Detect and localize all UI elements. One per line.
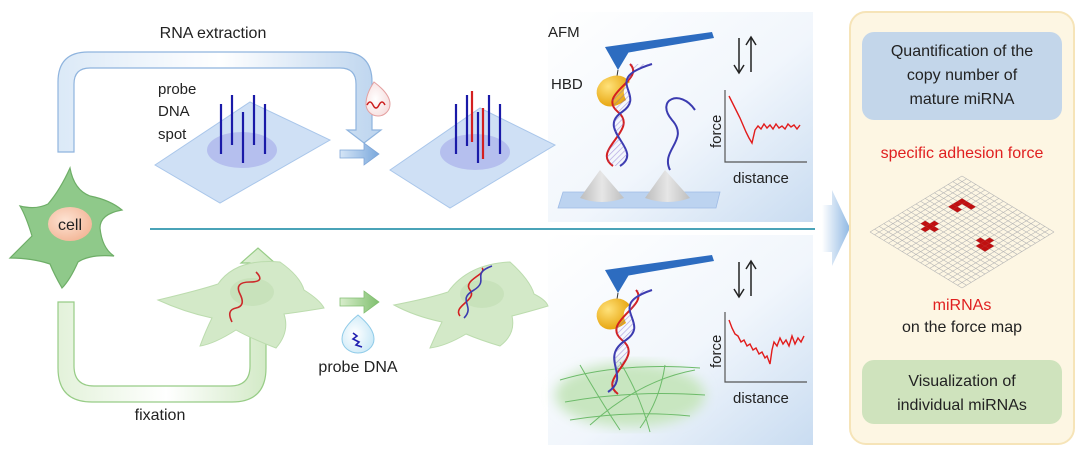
mirna-hit-cell: [975, 237, 985, 244]
mirna-hit-cell: [966, 204, 976, 210]
hybridize-arrow: [339, 142, 380, 166]
force-map-grid: [869, 175, 1055, 289]
cell-label: cell: [58, 217, 82, 234]
mirna-hit-cell: [985, 237, 995, 244]
visualization-line-1: Visualization of: [908, 373, 1016, 390]
mirna-hit-cell: [948, 204, 958, 210]
grid-line: [888, 220, 981, 278]
mirna-hit-cell: [957, 198, 967, 204]
fixation-label: fixation: [135, 407, 186, 424]
result-arrow: [822, 190, 850, 266]
hybridized-slide: [389, 91, 557, 209]
mirna-hit-cell: [920, 226, 930, 232]
svg-text:force: force: [708, 115, 725, 148]
grid-line: [915, 203, 1009, 261]
substrate-top: [557, 170, 721, 209]
grid-line: [897, 214, 990, 272]
grid-line: [911, 206, 1004, 264]
grid-line: [869, 231, 963, 289]
mirna-hit-cell: [920, 220, 930, 227]
grid-line: [892, 217, 986, 275]
mirna-hit-cell: [929, 226, 939, 232]
svg-text:distance: distance: [733, 170, 789, 187]
rna-extraction-arrow: [57, 51, 383, 153]
actin-network: [555, 361, 706, 433]
dna-duplex-bottom: [607, 289, 653, 395]
spot-label: probe DNA spot: [158, 81, 196, 143]
probe-dna-drop-icon: [341, 314, 375, 354]
force-curve-bottom: force distance: [708, 312, 807, 407]
grid-line: [902, 212, 995, 269]
svg-text:probe: probe: [158, 81, 196, 98]
up-down-arrows-bottom: [733, 259, 757, 299]
cell-icon: [8, 166, 124, 289]
fixed-cell-2: [392, 261, 549, 349]
force-map-label: on the force map: [902, 319, 1022, 336]
grid-line: [952, 226, 1045, 283]
svg-text:spot: spot: [158, 126, 187, 143]
grid-line: [925, 209, 1018, 266]
grid-line: [883, 223, 976, 280]
quantification-line-2: copy number of: [907, 67, 1018, 84]
grid-line: [957, 228, 1050, 286]
grid-line: [874, 228, 967, 286]
visualization-box: [862, 360, 1062, 424]
visualization-line-2: individual miRNAs: [897, 397, 1027, 414]
mirnas-label: miRNAs: [933, 297, 992, 314]
svg-text:distance: distance: [733, 390, 789, 407]
dna-duplex-top: [605, 63, 653, 167]
probe-dna-slide: [154, 95, 332, 204]
up-down-arrows-top: [733, 35, 757, 75]
rna-extraction-label: RNA extraction: [160, 25, 267, 42]
mirna-drop-icon: [365, 81, 391, 117]
quantification-line-1: Quantification of the: [891, 43, 1033, 60]
probe-dna-label: probe DNA: [318, 359, 397, 376]
mirna-hit-cell: [962, 201, 972, 207]
mirna-hit-cell: [952, 201, 962, 207]
mirna-hit-cell: [980, 240, 990, 246]
svg-text:DNA: DNA: [158, 103, 190, 120]
mirna-hit-cell: [975, 243, 985, 249]
mirna-hit-cell: [985, 243, 995, 249]
probe-arrow: [339, 290, 380, 314]
quantification-box: [862, 32, 1062, 120]
free-probe-strand-top: [665, 97, 696, 171]
grid-line: [948, 223, 1041, 280]
afm-cantilever-top: [605, 32, 714, 77]
mirna-hit-cell: [929, 220, 939, 227]
force-curve-top: force distance: [708, 90, 807, 187]
fixed-cell-1: [156, 260, 325, 349]
hbd-label: HBD: [551, 76, 583, 93]
grid-line: [961, 231, 1055, 289]
grid-line: [920, 206, 1013, 264]
mirna-hit-cell: [952, 206, 962, 213]
mirna-hit-cell: [980, 246, 990, 252]
grid-line: [879, 226, 972, 283]
svg-text:force: force: [708, 335, 725, 368]
afm-cantilever-bottom: [605, 255, 714, 300]
adhesion-force-label: specific adhesion force: [881, 145, 1044, 162]
quantification-line-3: mature miRNA: [910, 91, 1015, 108]
grid-line: [906, 209, 999, 266]
afm-label: AFM: [548, 24, 580, 41]
